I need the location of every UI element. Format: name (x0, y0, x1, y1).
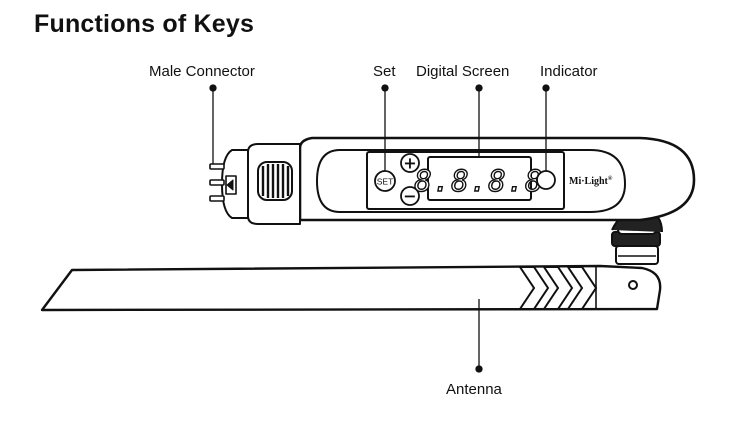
plus-button-label: + (403, 154, 416, 173)
set-label: Set (373, 63, 396, 80)
brand-logo: Mi·Light® (569, 175, 613, 187)
antenna-ridges (518, 266, 598, 310)
male-connector-label: Male Connector (149, 63, 255, 80)
callout-leaders (209, 84, 550, 373)
brand-registered-mark: ® (608, 175, 613, 182)
page-title: Functions of Keys (34, 10, 255, 38)
antenna (40, 264, 662, 312)
digital-screen-reading: 8.8.8.8 (414, 164, 543, 198)
minus-button-label: − (403, 187, 416, 206)
male-connector (209, 143, 301, 225)
set-button-label: SET (377, 177, 394, 187)
antenna-pin-hole (628, 280, 638, 290)
plus-button[interactable]: + (400, 153, 420, 173)
indicator-label: Indicator (540, 63, 598, 80)
minus-button[interactable]: − (400, 186, 420, 206)
set-button[interactable]: SET (374, 170, 396, 192)
brand-name: Mi·Light (569, 176, 609, 187)
antenna-label: Antenna (446, 381, 502, 398)
indicator-led (536, 170, 556, 190)
digital-screen-label: Digital Screen (416, 63, 510, 80)
